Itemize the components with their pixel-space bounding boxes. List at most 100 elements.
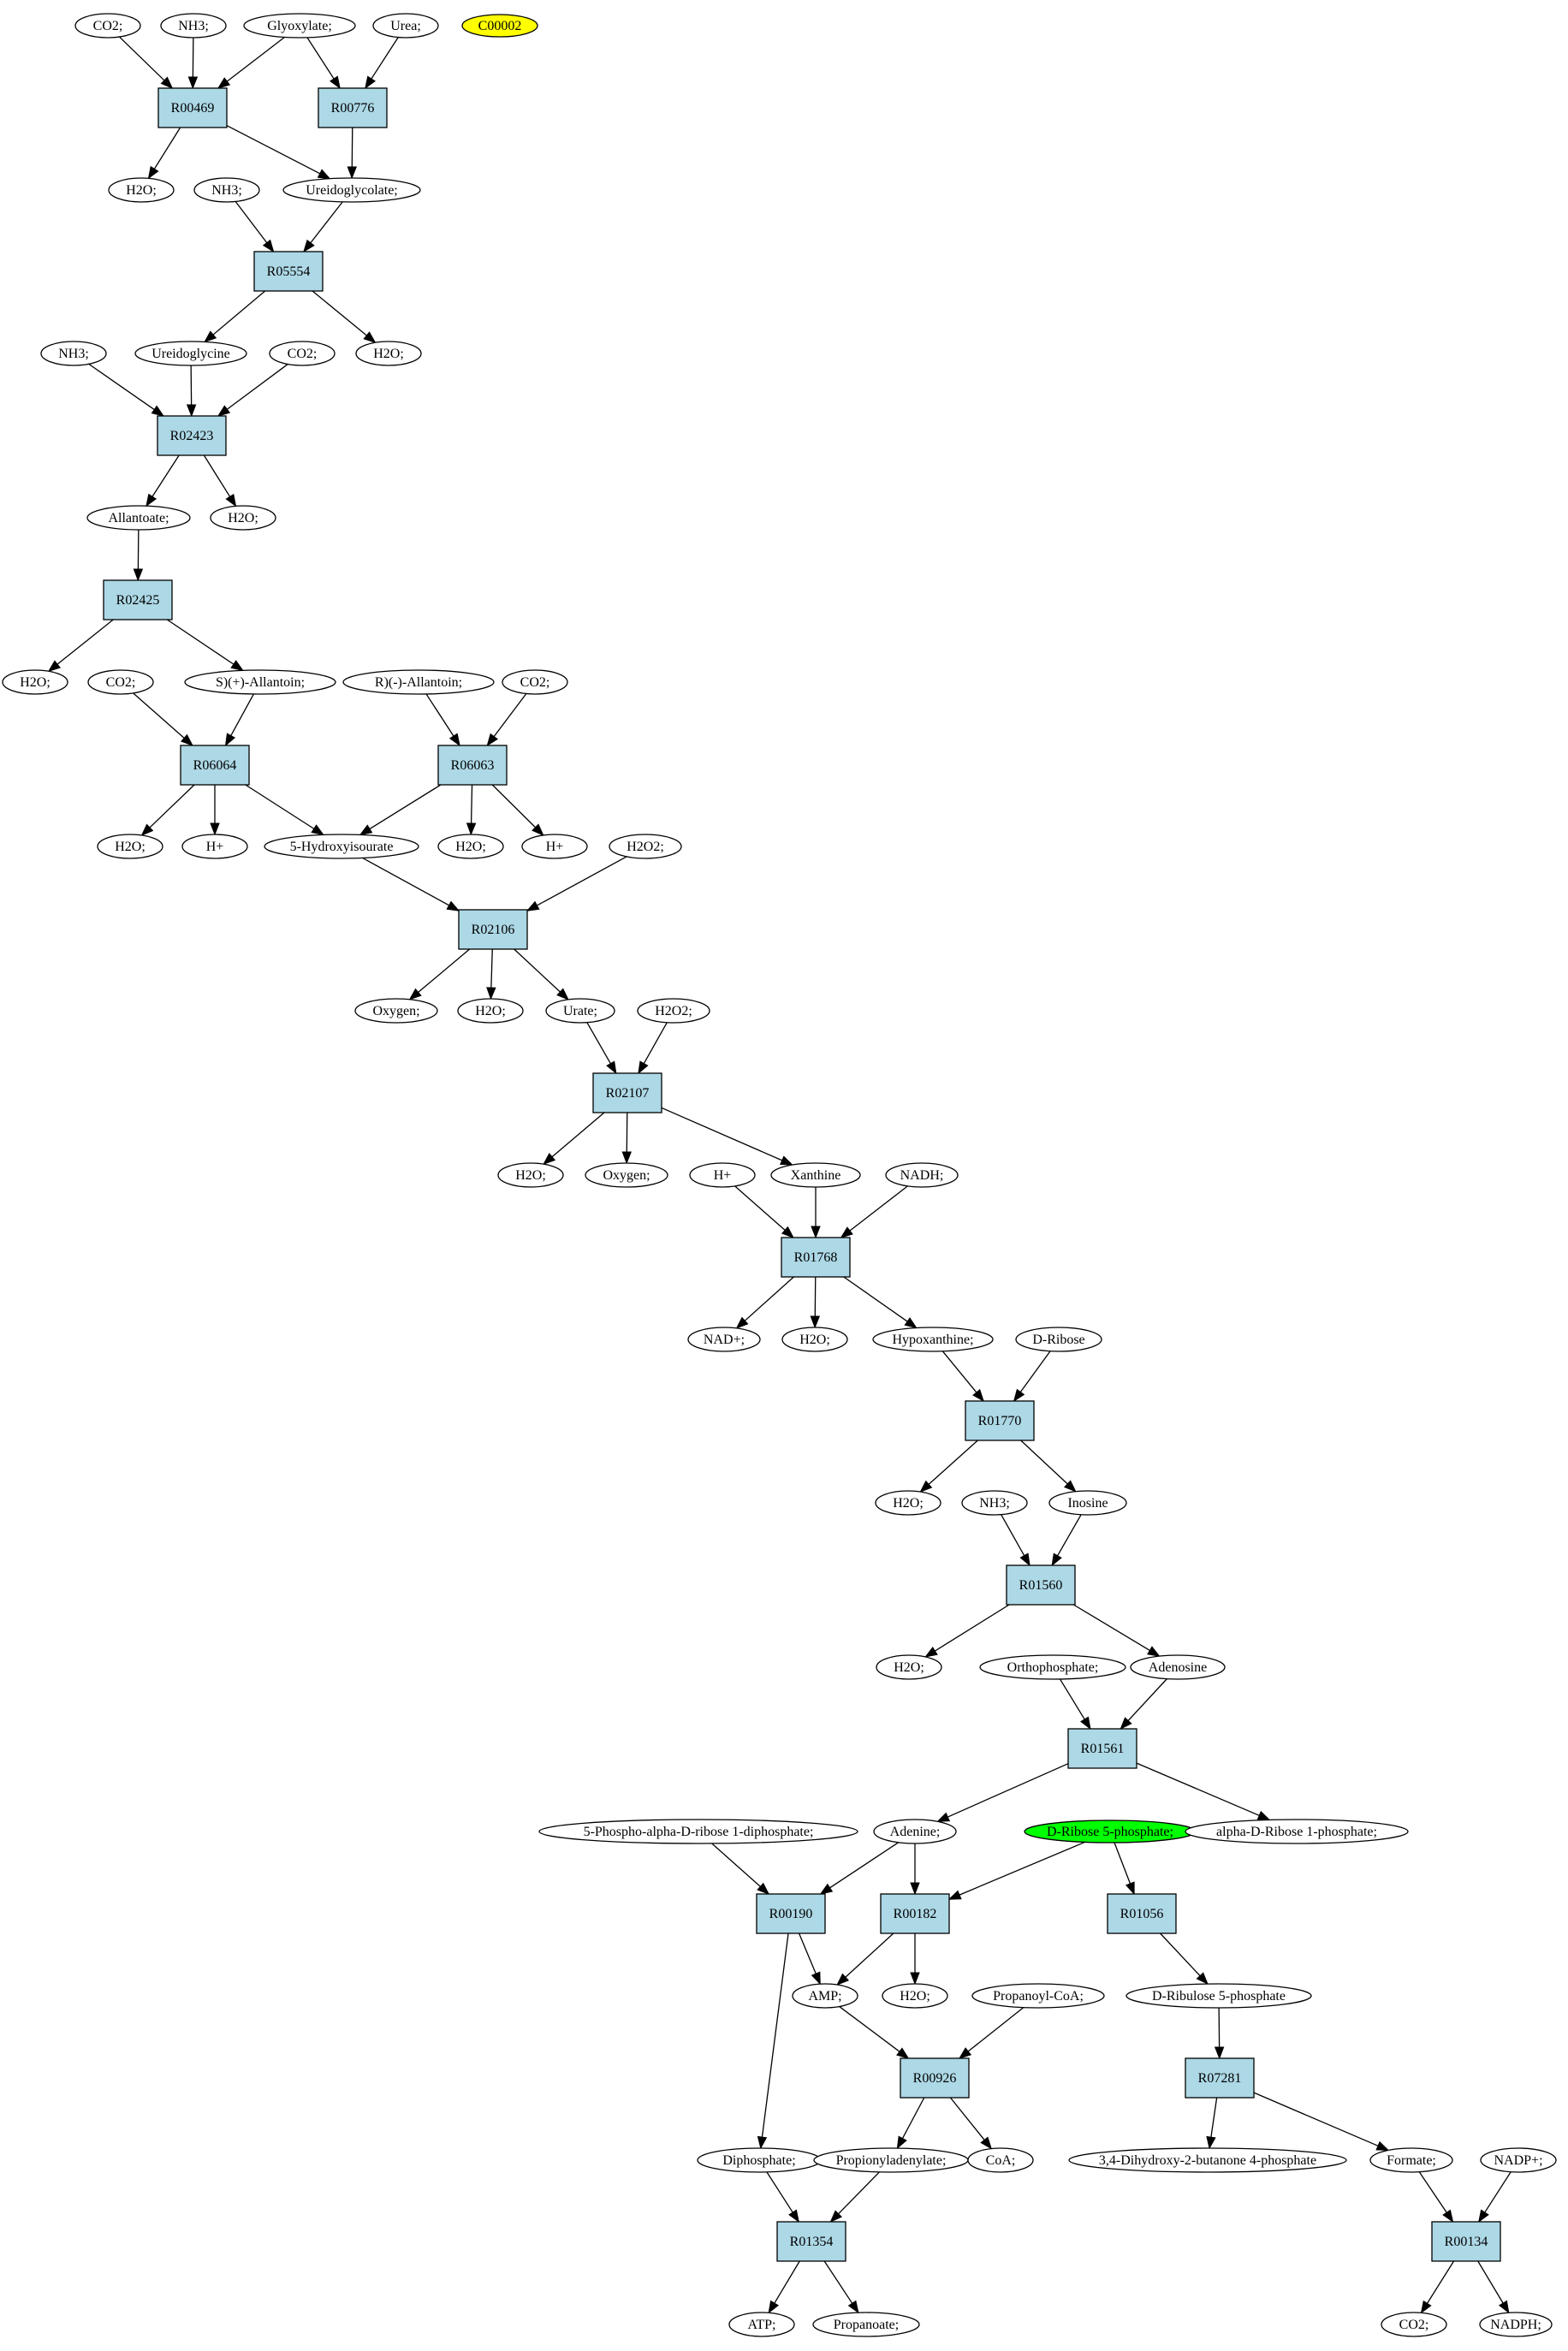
metabolite-node[interactable]: Diphosphate; [697,2147,822,2173]
arrow-head [910,1972,920,1986]
arrow-head [972,1388,984,1403]
reaction-node-r00190[interactable]: R00190 [756,1893,826,1934]
reaction-node-r02106[interactable]: R02106 [458,909,528,950]
edge-line [306,37,335,80]
metabolite-node[interactable]: Adenine; [873,1819,957,1844]
reaction-node-r01770[interactable]: R01770 [965,1400,1035,1441]
metabolite-node[interactable]: H+ [181,834,248,859]
arrow-head [1214,2046,1225,2060]
metabolite-node[interactable]: H2O; [97,834,163,859]
arrow-head [780,1155,793,1166]
arrow-head [924,1646,938,1658]
metabolite-node[interactable]: Propanoyl-CoA; [971,1983,1105,2009]
arrow-head [160,76,174,89]
reaction-node-r00926[interactable]: R00926 [900,2057,970,2099]
edge-R00926-m55 [949,2097,993,2150]
metabolite-node[interactable]: Adenosine [1130,1654,1226,1680]
reaction-node-r05554[interactable]: R05554 [253,251,324,292]
metabolite-node[interactable]: NH3; [160,13,227,39]
metabolite-node[interactable]: Ureidoglycolate; [282,177,421,203]
metabolite-node[interactable]: AMP; [792,1983,858,2009]
metabolite-node[interactable]: Urate; [545,998,615,1024]
metabolite-node[interactable]: NAD+; [687,1327,761,1352]
reaction-node-r06064[interactable]: R06064 [180,745,250,786]
metabolite-node[interactable]: H2O; [497,1162,564,1188]
metabolite-node[interactable]: Propanoate; [812,2312,920,2337]
metabolite-node[interactable]: H2O2; [637,998,710,1024]
metabolite-label: alpha-D-Ribose 1-phosphate; [1216,1825,1377,1839]
metabolite-node[interactable]: alpha-D-Ribose 1-phosphate; [1185,1819,1409,1844]
reaction-node-r00182[interactable]: R00182 [880,1893,950,1934]
metabolite-node[interactable]: CO2; [87,669,154,695]
metabolite-node[interactable]: CO2; [74,13,141,39]
metabolite-node[interactable]: Oxygen; [585,1162,668,1188]
metabolite-node[interactable]: H2O; [457,998,524,1024]
edge-R01561-m46 [936,1763,1069,1822]
metabolite-node[interactable]: H+ [521,834,588,859]
metabolite-node[interactable]: H2O; [882,1983,948,2009]
metabolite-node[interactable]: H2O; [437,834,504,859]
reaction-node-r01560[interactable]: R01560 [1006,1564,1076,1606]
metabolite-node[interactable]: Inosine [1048,1490,1127,1516]
reaction-node-r01768[interactable]: R01768 [781,1237,851,1278]
metabolite-node[interactable]: 5-Hydroxyisourate [264,834,419,859]
metabolite-node[interactable]: D-Ribose [1015,1327,1102,1352]
metabolite-node[interactable]: CoA; [967,2147,1034,2173]
metabolite-node[interactable]: NADH; [885,1162,959,1188]
reaction-node-r06063[interactable]: R06063 [437,745,508,786]
metabolite-node[interactable]: NADPH; [1479,2312,1553,2337]
metabolite-node[interactable]: Allantoate; [86,505,191,531]
metabolite-label: H2O; [373,347,404,361]
metabolite-node[interactable]: H2O; [875,1490,941,1516]
metabolite-node[interactable]: CO2; [502,669,568,695]
metabolite-node[interactable]: H2O; [876,1654,942,1680]
metabolite-node[interactable]: H2O; [355,341,422,366]
metabolite-node[interactable]: Formate; [1369,2147,1453,2173]
reaction-node-r00469[interactable]: R00469 [157,87,228,128]
reaction-node-r07281[interactable]: R07281 [1185,2057,1255,2099]
arrow-head [486,733,499,747]
metabolite-node[interactable]: Propionyladenylate; [813,2147,969,2173]
metabolite-node[interactable]: NADP+; [1480,2147,1557,2173]
metabolite-node[interactable]: H2O; [2,669,68,695]
metabolite-node[interactable]: Ureidoglycine [134,341,247,366]
edge-R02106-m27 [486,948,496,1000]
edge-m3-R00469 [217,36,285,89]
metabolite-node[interactable]: H2O; [210,505,276,531]
metabolite-node[interactable]: D-Ribulose 5-phosphate [1126,1983,1312,2009]
metabolite-node[interactable]: H2O; [108,177,175,203]
metabolite-node[interactable]: Orthophosphate; [979,1654,1126,1680]
metabolite-node[interactable]: Hypoxanthine; [872,1327,994,1352]
metabolite-label: 5-Phospho-alpha-D-ribose 1-diphosphate; [584,1825,814,1839]
metabolite-node[interactable]: NH3; [193,177,260,203]
metabolite-node[interactable]: CO2; [1381,2312,1447,2337]
metabolite-node[interactable]: ATP; [728,2312,795,2337]
reaction-node-r02425[interactable]: R02425 [103,579,173,620]
reaction-node-r01056[interactable]: R01056 [1107,1893,1177,1934]
metabolite-node[interactable]: H+ [689,1162,756,1188]
reaction-node-r02423[interactable]: R02423 [157,415,227,456]
metabolite-node[interactable]: D-Ribose 5-phosphate; [1024,1820,1197,1843]
metabolite-node[interactable]: C00002 [461,14,538,38]
metabolite-node[interactable]: 3,4-Dihydroxy-2-butanone 4-phosphate [1068,2147,1347,2173]
metabolite-node[interactable]: CO2; [269,341,336,366]
metabolite-node[interactable]: 5-Phospho-alpha-D-ribose 1-diphosphate; [538,1819,858,1844]
metabolite-node[interactable]: S)(+)-Allantoin; [184,669,336,695]
edge-line [1418,2171,1447,2213]
metabolite-node[interactable]: R)(-)-Allantoin; [342,669,495,695]
metabolite-node[interactable]: H2O2; [609,834,682,859]
reaction-node-r02107[interactable]: R02107 [592,1072,662,1113]
metabolite-node[interactable]: NH3; [961,1490,1028,1516]
reaction-node-r00134[interactable]: R00134 [1431,2221,1501,2262]
reaction-node-r01561[interactable]: R01561 [1067,1728,1137,1769]
metabolite-node[interactable]: H2O; [781,1327,848,1352]
reaction-node-r01354[interactable]: R01354 [776,2221,846,2262]
metabolite-label: D-Ribose [1032,1333,1084,1347]
metabolite-node[interactable]: Oxygen; [354,998,438,1024]
metabolite-node[interactable]: Urea; [372,13,439,39]
reaction-node-r00776[interactable]: R00776 [318,87,388,128]
metabolite-node[interactable]: NH3; [40,341,107,366]
metabolite-node[interactable]: Xanthine [770,1162,861,1188]
metabolite-node[interactable]: Glyoxylate; [243,13,356,39]
arrow-head [225,493,237,508]
